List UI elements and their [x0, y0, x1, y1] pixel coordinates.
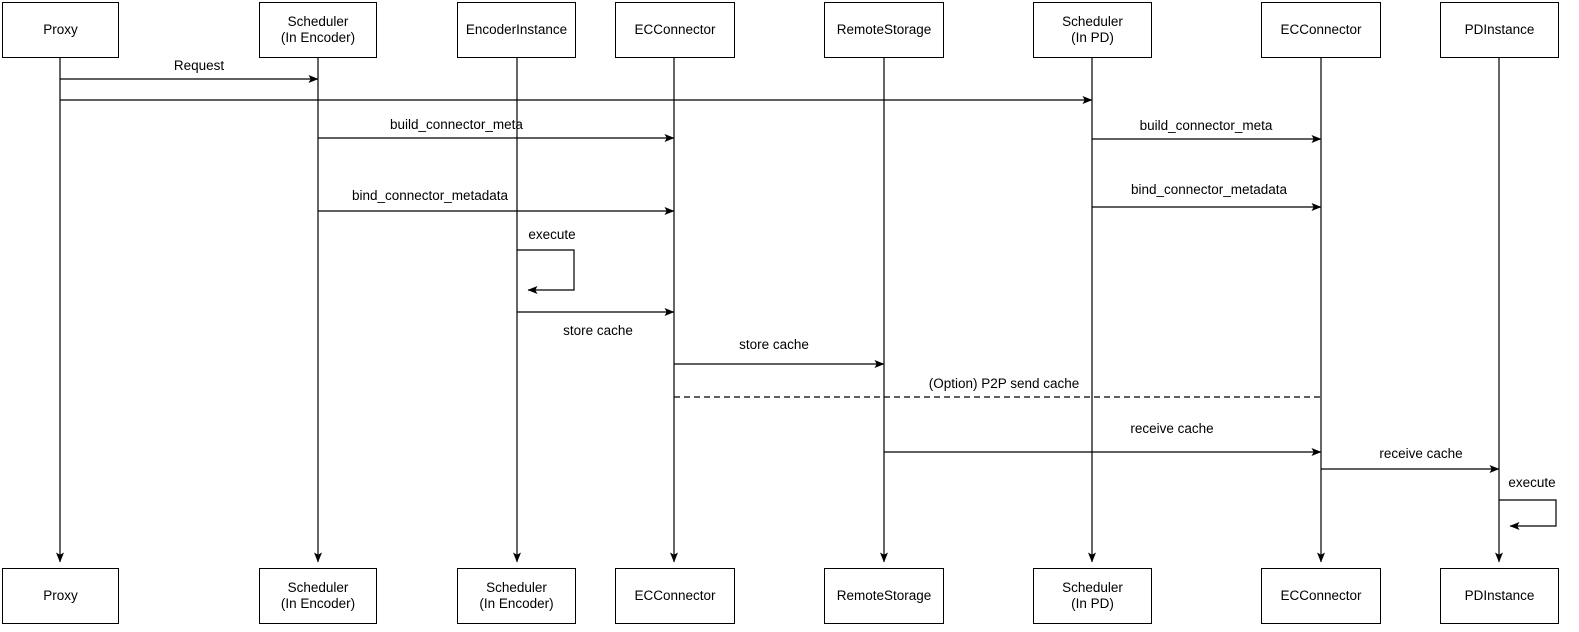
participant-scheduler-pd-label-1: (In PD) [1071, 30, 1114, 45]
message-label-receive-cache-2: receive cache [1379, 446, 1463, 461]
message-label-bind-meta-pd: bind_connector_metadata [1130, 182, 1288, 197]
participant-bottom-scheduler-encoder-b-label-1: (In Encoder) [280, 596, 356, 611]
participant-ec-connector-right-label-0: ECConnector [1280, 22, 1362, 37]
participant-bottom-scheduler-pd-b[interactable]: Scheduler(In PD) [1033, 568, 1152, 624]
message-label-build-meta-pd: build_connector_meta [1139, 118, 1273, 133]
message-label-store-cache-1: store cache [563, 323, 633, 338]
participant-bottom-ec-connector-right-b-label-0: ECConnector [1280, 588, 1362, 603]
participant-ec-connector-left-label-0: ECConnector [634, 22, 716, 37]
participant-encoder-instance-label-0: EncoderInstance [465, 22, 568, 37]
participant-scheduler-pd[interactable]: Scheduler(In PD) [1033, 2, 1152, 58]
self-messages-group [517, 249, 1557, 530]
participant-pd-instance-label-0: PDInstance [1464, 22, 1535, 37]
participant-bottom-pd-instance-b[interactable]: PDInstance [1440, 568, 1559, 624]
message-label-store-cache-2: store cache [739, 337, 809, 352]
self-message-execute-pd[interactable] [1499, 499, 1557, 530]
participant-pd-instance[interactable]: PDInstance [1440, 2, 1559, 58]
participant-ec-connector-right[interactable]: ECConnector [1261, 2, 1381, 58]
self-message-execute-encoder[interactable] [517, 249, 575, 294]
participant-scheduler-pd-label-0: Scheduler [1062, 14, 1123, 29]
participant-bottom-scheduler-encoder-b2-label-0: Scheduler [486, 580, 547, 595]
participant-encoder-instance[interactable]: EncoderInstance [457, 2, 576, 58]
self-message-label-execute-encoder: execute [528, 227, 576, 242]
participant-bottom-scheduler-encoder-b2[interactable]: Scheduler(In Encoder) [457, 568, 576, 624]
participant-bottom-ec-connector-left-b[interactable]: ECConnector [615, 568, 735, 624]
participant-bottom-scheduler-encoder-b-label-0: Scheduler [287, 580, 349, 595]
participant-bottom-pd-instance-b-label-0: PDInstance [1464, 588, 1535, 603]
participant-proxy-label-0: Proxy [43, 22, 78, 37]
participant-bottom-remote-storage-b-label-0: RemoteStorage [836, 588, 932, 603]
participant-remote-storage-label-0: RemoteStorage [836, 22, 932, 37]
lifelines-group [56, 58, 1503, 563]
messages-group [60, 75, 1500, 473]
participant-bottom-proxy-b-label-0: Proxy [43, 588, 78, 603]
participant-bottom-scheduler-encoder-b[interactable]: Scheduler(In Encoder) [259, 568, 377, 624]
participant-bottom-ec-connector-left-b-label-0: ECConnector [634, 588, 716, 603]
message-label-build-meta-enc: build_connector_meta [390, 117, 523, 132]
message-label-receive-cache-1: receive cache [1130, 421, 1214, 436]
message-label-bind-meta-enc: bind_connector_metadata [351, 188, 509, 203]
participant-bottom-scheduler-encoder-b2-label-1: (In Encoder) [479, 596, 554, 611]
self-message-label-execute-pd: execute [1508, 475, 1556, 490]
participant-scheduler-encoder-label-0: Scheduler [287, 14, 349, 29]
participant-proxy[interactable]: Proxy [2, 2, 119, 58]
participant-bottom-proxy-b[interactable]: Proxy [2, 568, 119, 624]
participant-scheduler-encoder[interactable]: Scheduler(In Encoder) [259, 2, 377, 58]
message-label-request: Request [173, 58, 225, 73]
participant-scheduler-encoder-label-1: (In Encoder) [280, 30, 356, 45]
participant-remote-storage[interactable]: RemoteStorage [824, 2, 944, 58]
participant-ec-connector-left[interactable]: ECConnector [615, 2, 735, 58]
participant-bottom-remote-storage-b[interactable]: RemoteStorage [824, 568, 944, 624]
message-label-p2p-send-cache: (Option) P2P send cache [928, 376, 1080, 391]
participant-bottom-scheduler-pd-b-label-0: Scheduler [1062, 580, 1123, 595]
participant-bottom-scheduler-pd-b-label-1: (In PD) [1071, 596, 1114, 611]
participant-bottom-ec-connector-right-b[interactable]: ECConnector [1261, 568, 1381, 624]
